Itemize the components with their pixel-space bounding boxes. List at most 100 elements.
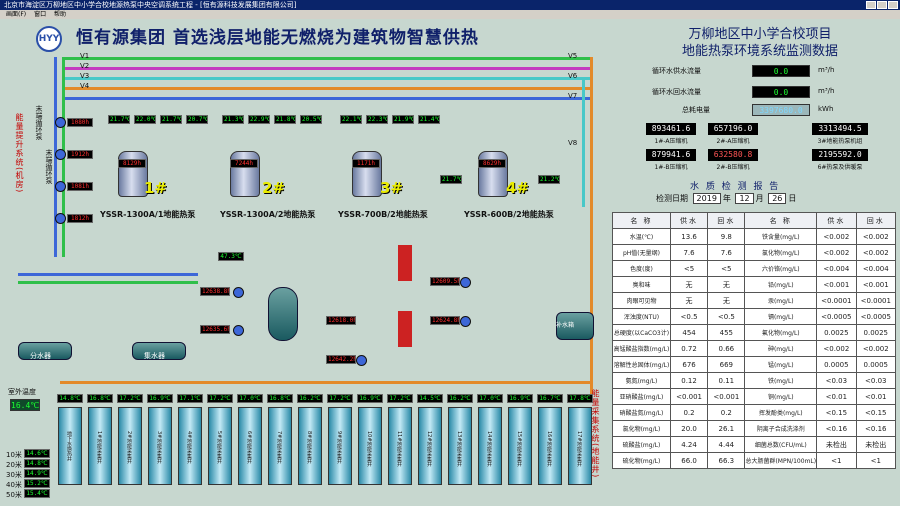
scada-stage: HYY 恒有源集团 首选浅层地能无燃烧为建筑物智慧供热 万柳地区中小学合校项目 …: [0, 19, 900, 506]
valve-v7[interactable]: V7: [568, 92, 578, 100]
close-button[interactable]: [888, 1, 898, 9]
pump-icon[interactable]: [460, 277, 471, 288]
well[interactable]: [118, 407, 142, 485]
table-row: 臭和味无无铅(mg/L)<0.001<0.001: [612, 276, 897, 293]
date-day[interactable]: 26: [768, 193, 787, 204]
table-cell: 氨氮(mg/L): [612, 372, 671, 389]
day-unit: 日: [788, 194, 797, 203]
heat-pump-4-hours: 8629h: [478, 159, 506, 168]
well[interactable]: [478, 407, 502, 485]
heat-pump-1-hours: 8129h: [118, 159, 146, 168]
pump-icon[interactable]: [460, 316, 471, 327]
water-collector-label: 集水器: [144, 352, 165, 360]
well-label: 1#地能采集井: [96, 431, 102, 464]
menu-item-window[interactable]: 窗口: [34, 11, 47, 18]
table-cell: 铜(mg/L): [744, 388, 818, 405]
valve-v4[interactable]: V4: [80, 82, 90, 90]
heat-pump-3[interactable]: [352, 151, 382, 197]
window-title-bar: 北京市海淀区万柳地区中小学合校地源热泵中央空调系统工程 - [恒有源科技发展集团…: [0, 0, 900, 10]
pump-icon[interactable]: [233, 287, 244, 298]
well[interactable]: [448, 407, 472, 485]
pump-icon[interactable]: [55, 117, 66, 128]
well[interactable]: [88, 407, 112, 485]
table-cell: 六价铬(mg/L): [744, 260, 818, 277]
menu-item-screen[interactable]: 画面(F): [6, 11, 27, 18]
well-label: 9#地能采集井: [336, 431, 342, 464]
col-header: 供水: [669, 212, 709, 229]
compressor-6-value: 2195592.0: [812, 149, 868, 161]
well-label: 4#地能采集井: [186, 431, 192, 464]
depth-10-temp: 14.6℃: [24, 449, 50, 458]
table-cell: 0.0005: [855, 356, 897, 373]
maximize-button[interactable]: [877, 1, 887, 9]
hp1-temp-3: 21.7℃: [160, 115, 182, 124]
well-temp: 14.5℃: [417, 394, 443, 403]
pump-icon[interactable]: [233, 325, 244, 336]
heat-pump-2[interactable]: [230, 151, 260, 197]
table-cell: 4.44: [707, 436, 746, 453]
pump-runtime-t4: 12624.8h: [430, 316, 460, 325]
well[interactable]: [568, 407, 592, 485]
well[interactable]: [298, 407, 322, 485]
valve-v2[interactable]: V2: [80, 62, 90, 70]
valve-v8[interactable]: V8: [568, 139, 578, 147]
hp2-temp-4: 20.5℃: [300, 115, 322, 124]
valve-v1[interactable]: V1: [80, 52, 90, 60]
table-cell: <0.03: [855, 372, 897, 389]
pipe-v3: [62, 77, 592, 80]
table-cell: 26.1: [707, 420, 746, 437]
table-cell: 455: [707, 324, 746, 341]
pump-icon[interactable]: [55, 149, 66, 160]
minimize-button[interactable]: [866, 1, 876, 9]
hp2-temp-1: 21.3℃: [222, 115, 244, 124]
valve-v6[interactable]: V6: [568, 72, 578, 80]
compressor-1b-label: 1#-B压缩机: [654, 164, 688, 171]
well[interactable]: [58, 407, 82, 485]
table-cell: 0.0025: [816, 324, 857, 341]
well[interactable]: [148, 407, 172, 485]
well[interactable]: [208, 407, 232, 485]
well[interactable]: [358, 407, 382, 485]
power-value: 3397680.0: [752, 104, 810, 116]
table-cell: 无: [669, 276, 709, 293]
well[interactable]: [418, 407, 442, 485]
valve-v5[interactable]: V5: [568, 52, 578, 60]
well[interactable]: [328, 407, 352, 485]
date-month[interactable]: 12: [735, 193, 754, 204]
table-cell: <0.01: [855, 388, 897, 405]
well[interactable]: [238, 407, 262, 485]
table-cell: <0.002: [816, 244, 857, 261]
table-cell: 臭和味: [612, 276, 671, 293]
menu-item-help[interactable]: 帮助: [54, 11, 67, 18]
pump-runtime-t2: 12635.6h: [200, 325, 230, 334]
table-cell: 0.2: [707, 404, 746, 421]
table-cell: 硝酸盐氮(mg/L): [612, 404, 671, 421]
well[interactable]: [508, 407, 532, 485]
pump-icon[interactable]: [356, 355, 367, 366]
pump-icon[interactable]: [55, 213, 66, 224]
heat-pump-1[interactable]: [118, 151, 148, 197]
table-cell: <0.004: [855, 260, 897, 277]
table-cell: <0.5: [707, 308, 746, 325]
date-year[interactable]: 2019: [692, 193, 721, 204]
heat-pump-4[interactable]: [478, 151, 508, 197]
project-subtitle: 地能热泵环境系统监测数据: [681, 44, 838, 59]
table-cell: <0.0001: [855, 292, 897, 309]
depth-30-label: 30米: [6, 471, 22, 479]
well-label: 14#地能采集井: [486, 431, 492, 467]
depth-20-label: 20米: [6, 461, 22, 469]
well[interactable]: [268, 407, 292, 485]
well[interactable]: [178, 407, 202, 485]
table-cell: 镉(mg/L): [744, 308, 818, 325]
pump-runtime-t3: 12618.0h: [326, 316, 356, 325]
well[interactable]: [538, 407, 562, 485]
well[interactable]: [388, 407, 412, 485]
table-cell: 肉眼可见物: [612, 292, 671, 309]
valve-v3[interactable]: V3: [80, 72, 90, 80]
pump-icon[interactable]: [55, 181, 66, 192]
